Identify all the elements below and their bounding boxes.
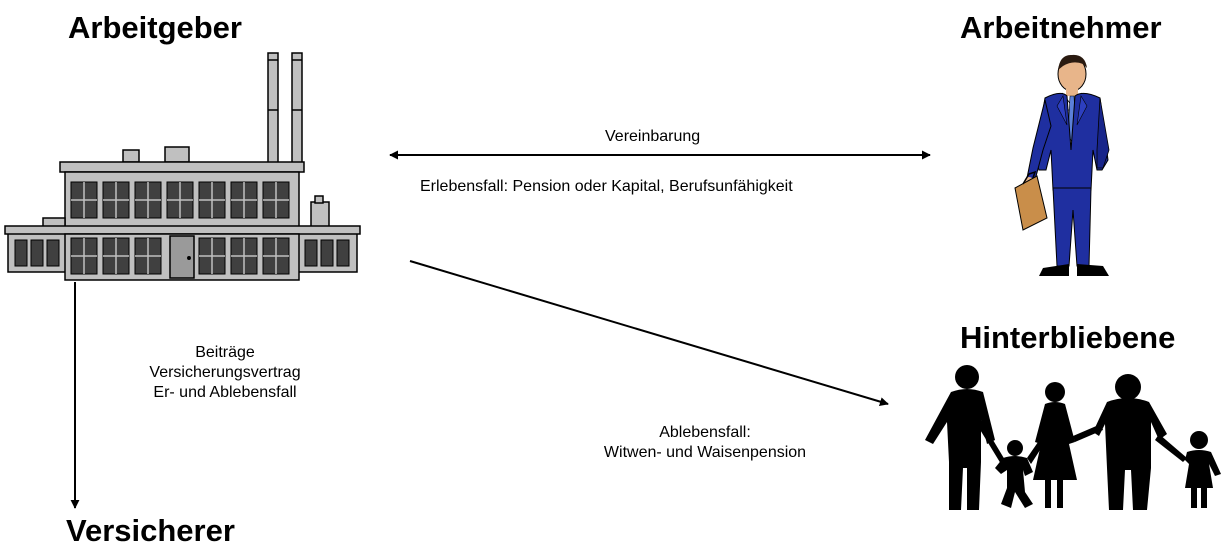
survivors-title: Hinterbliebene bbox=[960, 320, 1176, 355]
employer-title: Arbeitgeber bbox=[68, 10, 242, 45]
employee-title: Arbeitnehmer bbox=[960, 10, 1162, 45]
businessman-icon bbox=[1005, 50, 1135, 280]
death-case-line-2: Witwen- und Waisenpension bbox=[603, 444, 807, 461]
death-case-label: Ablebensfall: Witwen- und Waisenpension bbox=[555, 423, 855, 463]
contributions-label: Beiträge Versicherungsvertrag Er- und Ab… bbox=[125, 343, 325, 403]
insurer-title: Versicherer bbox=[66, 513, 235, 548]
death-case-line-1: Ablebensfall: bbox=[659, 424, 751, 441]
contributions-line-2: Versicherungsvertrag bbox=[149, 364, 301, 381]
contributions-line-1: Beiträge bbox=[195, 344, 255, 361]
contributions-line-3: Er- und Ablebensfall bbox=[153, 384, 297, 401]
factory-icon bbox=[4, 50, 361, 281]
family-silhouette-icon bbox=[915, 362, 1223, 512]
survivor-benefit-arrow bbox=[409, 260, 889, 406]
agreement-label: Vereinbarung bbox=[605, 128, 701, 145]
benefit-label: Erlebensfall: Pension oder Kapital, Beru… bbox=[420, 178, 793, 195]
